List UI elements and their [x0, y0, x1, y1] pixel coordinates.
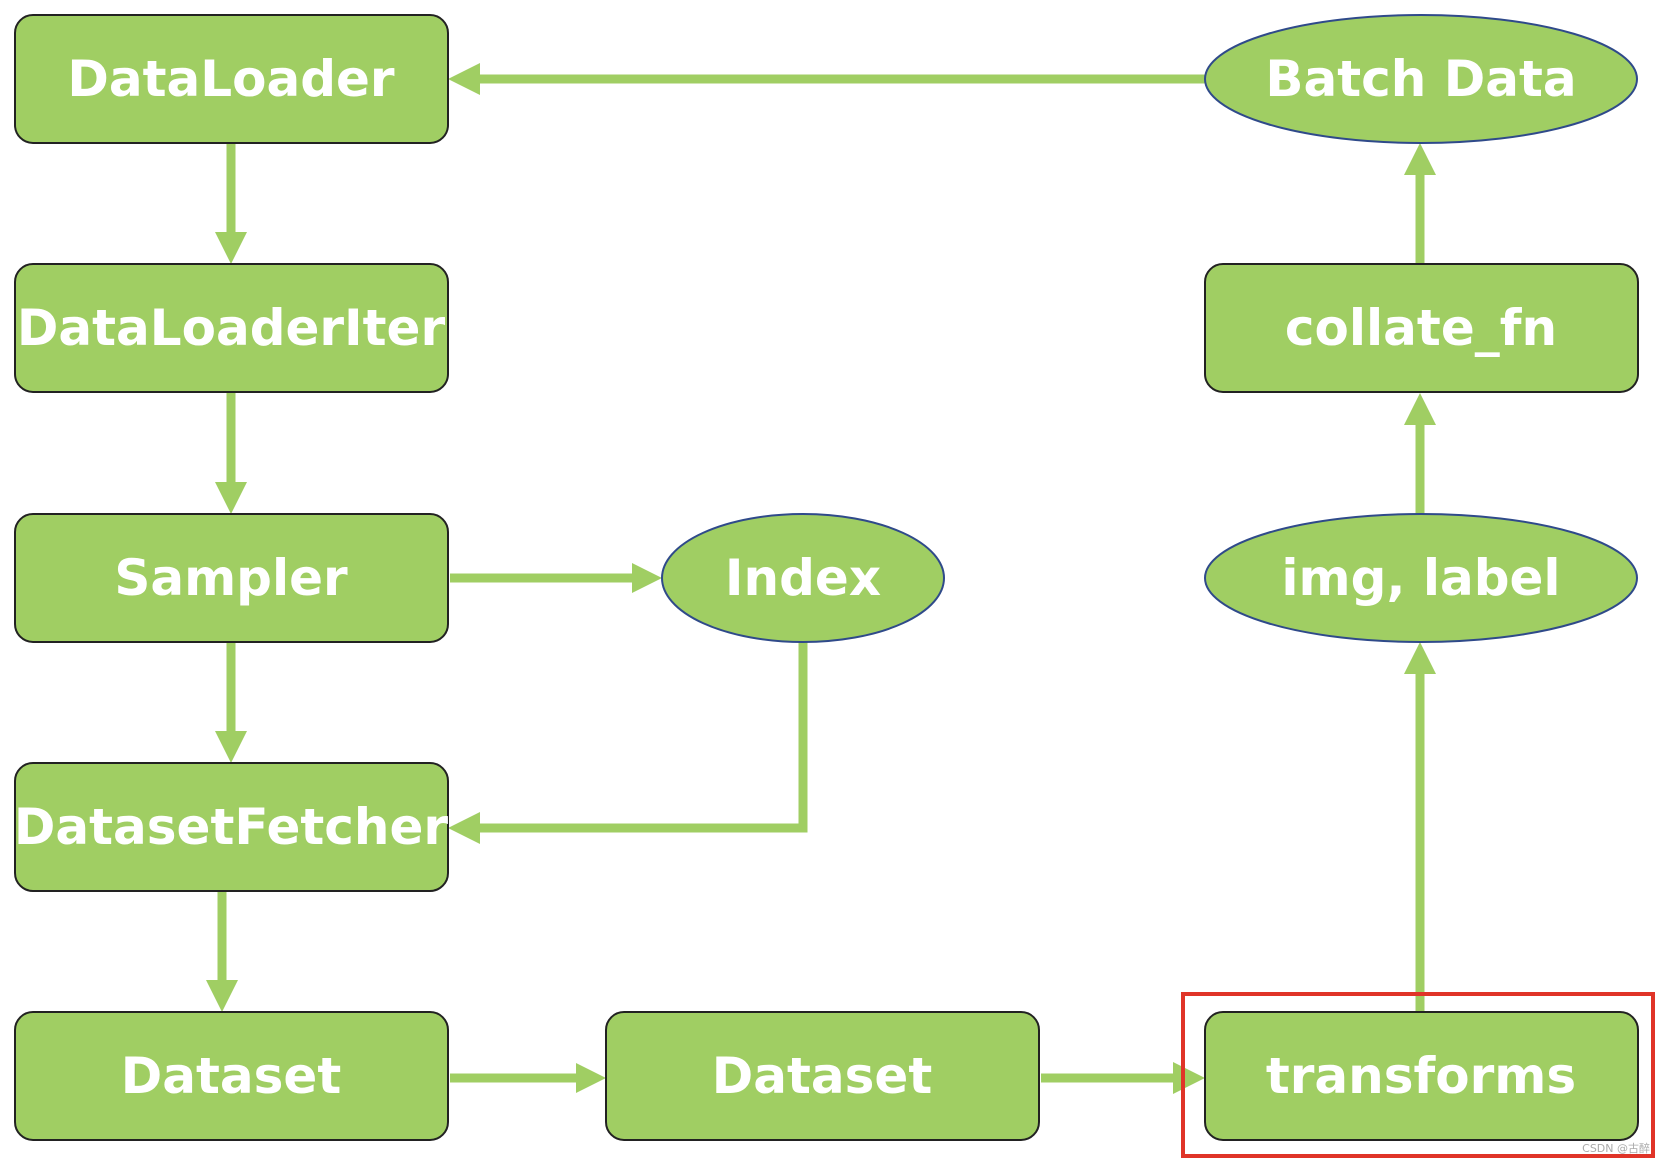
rect-nodes	[14, 14, 1639, 1141]
node-dataset-1-box	[14, 1011, 449, 1141]
ellipse-nodes	[661, 14, 1638, 643]
node-imglabel-ellipse	[1204, 513, 1638, 643]
label-dataset-1: Dataset	[121, 1047, 341, 1105]
node-index-ellipse	[661, 513, 945, 643]
node-transforms-box	[1204, 1011, 1639, 1141]
label-imglabel: img, label	[1281, 549, 1560, 607]
label-dataloaderiter: DataLoaderIter	[17, 299, 446, 357]
arrowhead-down	[215, 731, 247, 763]
node-dataset-2-box	[605, 1011, 1040, 1141]
arrowhead-down	[206, 980, 238, 1012]
node-batchdata-ellipse	[1204, 14, 1638, 144]
arrowhead-right	[632, 563, 662, 593]
label-transforms: transforms	[1266, 1047, 1576, 1105]
arrowheads	[206, 63, 1436, 1094]
node-labels: DataLoader DataLoaderIter Sampler Index …	[14, 50, 1577, 1105]
watermark: CSDN @古醉	[1582, 1141, 1650, 1155]
arrowhead-up	[1404, 393, 1436, 425]
label-batchdata: Batch Data	[1265, 50, 1576, 108]
node-sampler-box	[14, 513, 449, 643]
highlight-box	[1181, 992, 1655, 1158]
node-datasetfetcher-box	[14, 762, 449, 892]
label-dataloader: DataLoader	[67, 50, 395, 108]
connectors	[217, 74, 1425, 1083]
label-index: Index	[725, 549, 881, 607]
node-collatefn-box	[1204, 263, 1639, 393]
arrowhead-left	[448, 63, 480, 95]
label-dataset-2: Dataset	[712, 1047, 932, 1105]
label-collatefn: collate_fn	[1285, 299, 1557, 357]
arrowhead-up	[1404, 642, 1436, 674]
node-dataloader-box	[14, 14, 449, 144]
arrowhead-right	[1173, 1062, 1205, 1094]
arrow-index-to-datasetfetcher	[478, 642, 808, 833]
node-dataloaderiter-box	[14, 263, 449, 393]
arrowhead-left	[448, 812, 480, 844]
arrowhead-down	[215, 482, 247, 514]
label-sampler: Sampler	[114, 549, 348, 607]
label-datasetfetcher: DatasetFetcher	[14, 798, 449, 856]
arrowhead-down	[215, 232, 247, 264]
arrowhead-right	[576, 1063, 606, 1093]
arrowhead-up	[1404, 143, 1436, 175]
